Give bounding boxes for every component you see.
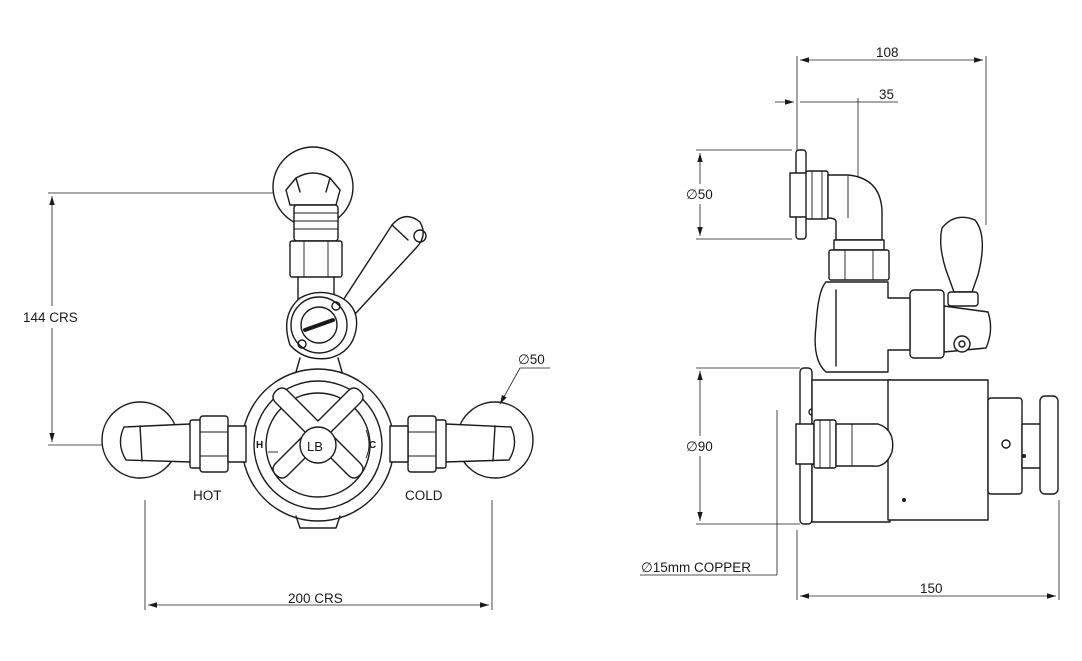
dimension-plate-50-side: ∅50 bbox=[684, 149, 792, 240]
side-view: 108 35 ∅50 bbox=[640, 45, 1060, 600]
temperature-cross-handle: LB H C bbox=[256, 387, 376, 479]
brand-logo: LB bbox=[307, 439, 323, 454]
side-upper-outlet bbox=[789, 149, 890, 281]
label-hot: HOT bbox=[193, 488, 222, 503]
lever-handle bbox=[339, 216, 424, 314]
top-hex-nut bbox=[289, 240, 343, 278]
dimension-label-plate-50-side: ∅50 bbox=[686, 187, 713, 202]
cold-inlet bbox=[389, 401, 534, 479]
dimension-144-crs: 144 CRS bbox=[18, 192, 275, 446]
side-lower-nut bbox=[813, 419, 837, 469]
side-lower-inlet bbox=[795, 419, 894, 469]
label-cold: COLD bbox=[405, 488, 443, 503]
front-view: 144 CRS bbox=[18, 146, 550, 610]
handle-boss bbox=[299, 426, 337, 464]
dimension-label-150: 150 bbox=[920, 581, 943, 596]
dimension-label-copper: ∅15mm COPPER bbox=[641, 560, 751, 575]
cold-union-nut bbox=[407, 415, 437, 473]
flow-control bbox=[286, 291, 358, 360]
side-body-cap bbox=[987, 397, 1023, 495]
dimension-108: 108 bbox=[796, 45, 987, 225]
hot-union-nut bbox=[199, 415, 229, 473]
side-upper-nut bbox=[828, 249, 890, 281]
dimension-label-35: 35 bbox=[879, 87, 894, 102]
hot-inlet bbox=[101, 401, 247, 479]
dimension-label-200-crs: 200 CRS bbox=[288, 591, 343, 606]
dial-hot-marker: H bbox=[256, 440, 263, 451]
dimension-plate-90: ∅90 bbox=[684, 367, 800, 525]
dimension-copper-inlet: ∅15mm COPPER bbox=[640, 410, 778, 576]
side-lever bbox=[909, 216, 992, 359]
top-outlet bbox=[272, 146, 354, 301]
dimension-label-108: 108 bbox=[876, 45, 899, 60]
top-union bbox=[293, 204, 339, 242]
dimension-label-plate-50-front: ∅50 bbox=[518, 352, 545, 367]
dimension-plate-50-front: ∅50 bbox=[499, 352, 550, 405]
side-upper-elbow bbox=[827, 174, 883, 241]
dimension-200-crs: 200 CRS bbox=[144, 500, 493, 610]
side-lever-collar bbox=[909, 289, 945, 359]
flow-lever bbox=[339, 216, 427, 314]
side-cross-handle bbox=[1039, 395, 1059, 495]
side-flow-body bbox=[814, 281, 911, 373]
hot-elbow bbox=[119, 423, 193, 463]
dimension-35: 35 bbox=[775, 87, 898, 180]
cold-elbow bbox=[443, 423, 516, 463]
dimension-150: 150 bbox=[796, 500, 1060, 600]
dimension-label-144-crs: 144 CRS bbox=[23, 310, 78, 325]
side-lower-elbow bbox=[835, 423, 894, 467]
dial-cold-marker: C bbox=[369, 440, 376, 451]
dimension-label-plate-90: ∅90 bbox=[686, 439, 713, 454]
side-lever-handle bbox=[939, 216, 983, 293]
